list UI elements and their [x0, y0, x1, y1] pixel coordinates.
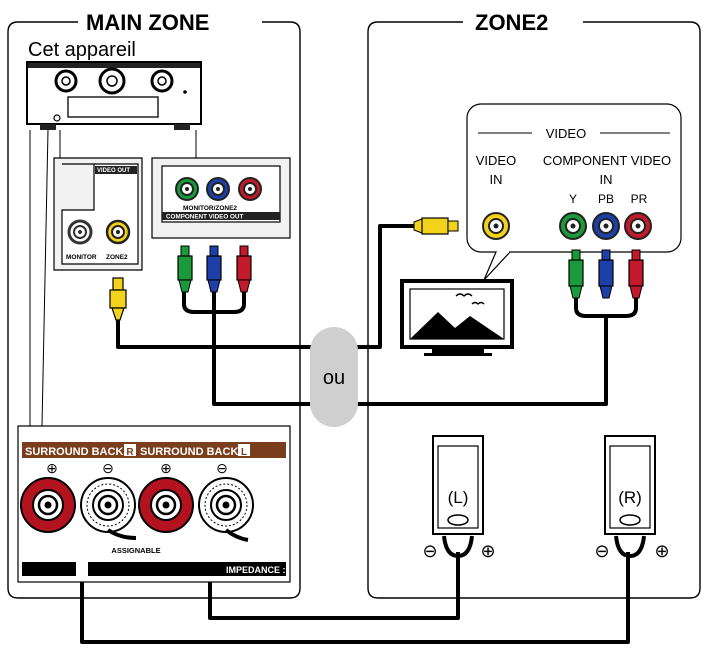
- surround-back-r-label: SURROUND BACK: [25, 446, 123, 458]
- main-zone-frame: [7, 21, 301, 599]
- zone2-out-label: ZONE2: [106, 254, 128, 261]
- component-label-2: COMPONENT VIDEO OUT: [166, 214, 243, 221]
- impedance-label: IMPEDANCE :: [226, 565, 286, 575]
- tv-video-in-1: VIDEO: [476, 153, 516, 168]
- speaker-terminals: [20, 477, 254, 542]
- receiver-label: Cet appareil: [28, 39, 136, 61]
- speaker-right: [604, 435, 656, 559]
- tv-pr-label: PR: [631, 192, 648, 206]
- tv-video-in-2: IN: [490, 172, 503, 187]
- receiver-device: [26, 61, 202, 427]
- tv-icon: [400, 279, 514, 356]
- minus-sign-1: ⊖: [102, 460, 114, 476]
- or-badge: [310, 327, 358, 427]
- minus-sign-2: ⊖: [216, 460, 228, 476]
- video-out-label: VIDEO OUT: [97, 168, 130, 174]
- tv-pb-label: PB: [598, 192, 614, 206]
- assignable-label: ASSIGNABLE: [111, 546, 160, 555]
- plus-sign-2: ⊕: [160, 460, 172, 476]
- or-label: ou: [323, 367, 345, 389]
- main-zone-title: MAIN ZONE: [86, 10, 209, 35]
- surround-back-l-label: SURROUND BACK: [140, 446, 238, 458]
- speaker-right-plus: ⊕: [654, 541, 669, 561]
- speaker-right-label: (R): [618, 488, 642, 507]
- composite-plug-tv: [413, 217, 459, 235]
- component-out-panel: [151, 157, 291, 239]
- tv-component-2: IN: [600, 172, 613, 187]
- speaker-left-minus: ⊖: [422, 541, 437, 561]
- r-badge: R: [126, 447, 134, 458]
- zone2-title: ZONE2: [475, 10, 548, 35]
- zone2-frame: [367, 21, 701, 599]
- speaker-right-minus: ⊖: [594, 541, 609, 561]
- composite-plug-receiver: [109, 277, 127, 321]
- monitor-label: MONITOR: [66, 254, 97, 261]
- tv-y-label: Y: [569, 192, 577, 206]
- speaker-left-plus: ⊕: [480, 541, 495, 561]
- speaker-left: [432, 435, 484, 559]
- tv-input-callout: [466, 103, 682, 281]
- video-out-panel: [53, 157, 143, 271]
- tv-component-1: COMPONENT VIDEO: [543, 153, 671, 168]
- component-plugs-tv: [568, 249, 644, 299]
- component-label-1: MONITOR/ZONE2: [183, 205, 237, 212]
- l-badge: L: [241, 447, 247, 458]
- component-plugs-receiver: [177, 245, 252, 293]
- speaker-left-label: (L): [448, 488, 469, 507]
- tv-video-header: VIDEO: [546, 126, 586, 141]
- plus-sign-1: ⊕: [46, 460, 58, 476]
